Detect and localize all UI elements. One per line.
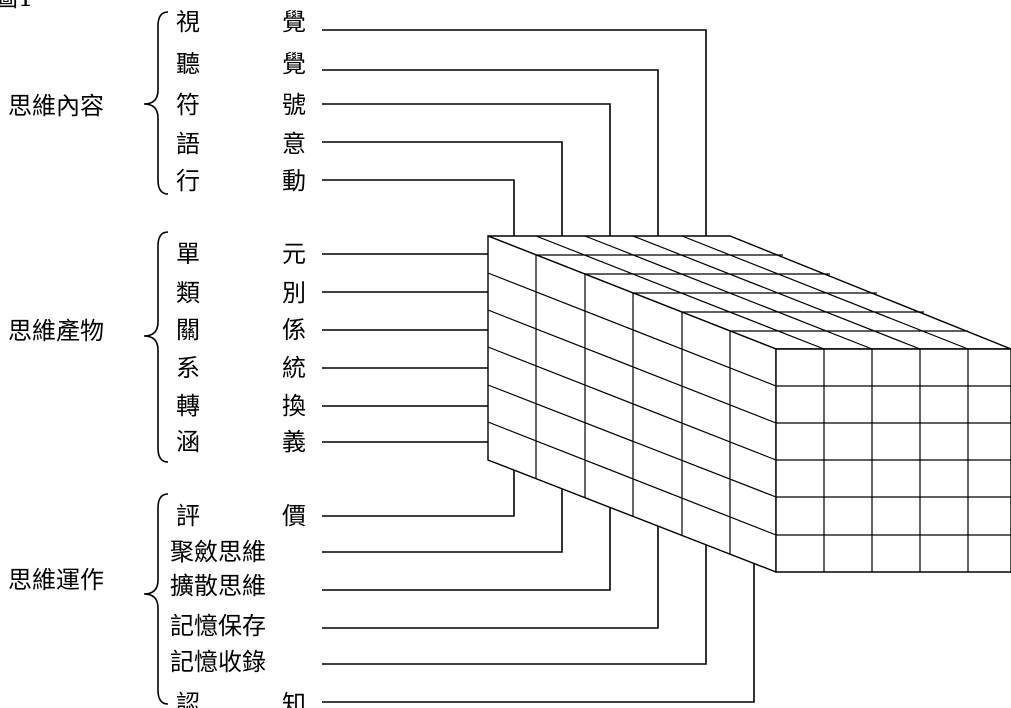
label-relations-right: 係: [282, 316, 306, 344]
brace-content: [143, 11, 169, 195]
label-auditory-left: 聽: [176, 50, 200, 78]
label-symbolic-left: 符: [176, 91, 200, 119]
label-memory-retention: 記憶保存: [170, 612, 266, 640]
label-classes-right: 別: [282, 279, 306, 307]
label-divergent: 擴散思維: [170, 572, 266, 600]
side-face-grid: [487, 255, 777, 554]
group-name-content: 思維內容: [8, 92, 104, 120]
label-visual-left: 視: [176, 8, 200, 36]
label-systems-left: 系: [176, 354, 200, 382]
operation-labels: 評 價 聚斂思維 擴散思維 記憶保存 記憶收錄 認 知: [170, 502, 306, 708]
label-relations-left: 關: [176, 316, 200, 344]
label-evaluation-left: 評: [176, 502, 200, 530]
label-convergent: 聚斂思維: [170, 538, 266, 566]
cube: [487, 234, 1011, 574]
label-visual-right: 覺: [282, 8, 306, 36]
header-fragment: 圖1: [0, 0, 33, 12]
label-semantic-left: 語: [176, 130, 200, 158]
label-cognition-right: 知: [282, 690, 306, 708]
label-semantic-right: 意: [282, 130, 306, 158]
label-transformations-right: 換: [282, 392, 306, 420]
label-units-right: 元: [282, 240, 306, 268]
content-labels: 視 覺 聽 覺 符 號 語 意 行 動: [176, 8, 306, 195]
label-behavioral-left: 行: [176, 167, 200, 195]
label-symbolic-right: 號: [282, 91, 306, 119]
label-auditory-right: 覺: [282, 50, 306, 78]
front-face-grid: [776, 349, 1011, 572]
product-connectors: [322, 253, 488, 443]
brace-operations: [143, 493, 169, 705]
group-name-operations: 思維運作: [8, 566, 104, 594]
label-transformations-left: 轉: [176, 392, 200, 420]
content-connectors: [322, 29, 707, 236]
label-evaluation-right: 價: [282, 502, 306, 530]
label-memory-recording: 記憶收錄: [170, 648, 266, 676]
label-implications-left: 涵: [176, 428, 200, 456]
top-face-grid: [535, 235, 969, 350]
label-systems-right: 統: [282, 354, 306, 382]
label-behavioral-right: 動: [282, 167, 306, 195]
label-implications-right: 義: [282, 428, 306, 456]
brace-products: [143, 231, 169, 463]
group-name-products: 思維產物: [8, 317, 104, 345]
operation-connectors: [322, 470, 755, 703]
label-units-left: 單: [176, 240, 200, 268]
label-cognition-left: 認: [176, 690, 200, 708]
label-classes-left: 類: [176, 279, 200, 307]
product-labels: 單 元 類 別 關 係 系 統 轉 換 涵 義: [176, 240, 306, 456]
